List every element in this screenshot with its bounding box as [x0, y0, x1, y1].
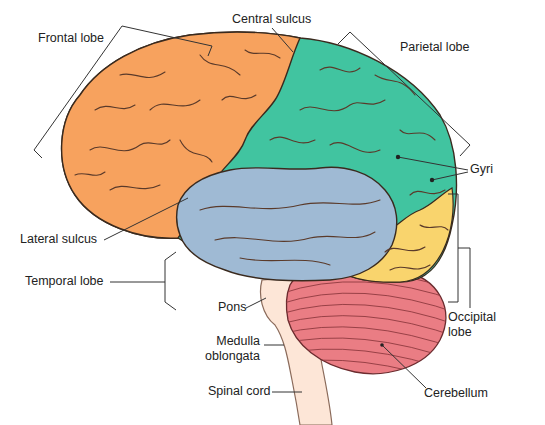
- sulcus-line: [110, 185, 160, 190]
- sulcus-line: [150, 100, 200, 110]
- cerebellum-fold: [280, 282, 460, 302]
- cerebellum-fold: [280, 304, 460, 326]
- sulcus-line: [200, 55, 240, 75]
- part-label: Cerebellum: [424, 386, 488, 401]
- part-label: Occipital lobe: [448, 310, 512, 340]
- sulcus-line: [270, 137, 315, 143]
- sulcus-line: [222, 95, 256, 100]
- leader-dot: [396, 155, 400, 159]
- cerebellum-fold: [280, 338, 460, 362]
- sulcus-line: [245, 50, 280, 58]
- cerebellum-leader: [382, 345, 426, 388]
- central-sulcus-leader: [272, 28, 293, 52]
- temporal-leader: [110, 282, 165, 283]
- parietal-lobe-shape: [62, 32, 457, 282]
- part-label: Pons: [218, 300, 247, 315]
- part-label: Gyri: [470, 162, 493, 177]
- sulcus-line: [90, 140, 170, 151]
- sulcus-line: [180, 140, 212, 162]
- temporal-lobe-shape: [177, 167, 397, 280]
- part-label: Temporal lobe: [25, 274, 104, 289]
- part-label: Lateral sulcus: [20, 232, 97, 247]
- gyri-leader: [432, 172, 468, 180]
- gyri-leader: [398, 157, 468, 170]
- cerebellum-fold: [280, 349, 460, 374]
- medulla-leader: [264, 345, 284, 346]
- sulcus-line: [75, 172, 105, 175]
- sulcus-line: [330, 143, 380, 153]
- sulcus-line: [400, 130, 435, 140]
- occipital-bracket: [448, 194, 458, 302]
- sulcus-line: [95, 105, 135, 110]
- temporal-bracket: [165, 252, 176, 310]
- sulcus-line: [200, 200, 380, 210]
- frontal-bracket: [34, 26, 212, 158]
- sulcus-line: [120, 72, 165, 77]
- cerebellum-fold: [280, 360, 460, 386]
- part-label: Spinal cord: [208, 384, 271, 399]
- sulcus-line: [420, 225, 448, 230]
- occipital-leader: [458, 248, 470, 308]
- part-label: Medulla oblongata: [196, 334, 260, 364]
- part-label: Frontal lobe: [38, 31, 104, 46]
- cerebellum-fold: [280, 293, 460, 314]
- lateral-sulcus-leader: [104, 198, 188, 240]
- spinal-cord-leader: [272, 392, 302, 393]
- sulcus-line: [300, 100, 385, 111]
- cerebellum-fold: [280, 316, 460, 338]
- pons-leader: [246, 298, 266, 308]
- cerebellum-fold: [280, 327, 460, 350]
- part-label: Central sulcus: [232, 12, 311, 27]
- parietal-bracket: [338, 32, 470, 156]
- sulcus-line: [410, 190, 445, 195]
- sulcus-line: [385, 247, 425, 252]
- sulcus-line: [390, 265, 430, 270]
- leader-dot: [430, 178, 434, 182]
- part-label: Parietal lobe: [400, 40, 470, 55]
- sulcus-line: [320, 67, 360, 72]
- sulcus-line: [215, 232, 375, 241]
- sulcus-line: [375, 75, 415, 95]
- leader-dot: [380, 343, 384, 347]
- sulcus-line: [240, 258, 330, 265]
